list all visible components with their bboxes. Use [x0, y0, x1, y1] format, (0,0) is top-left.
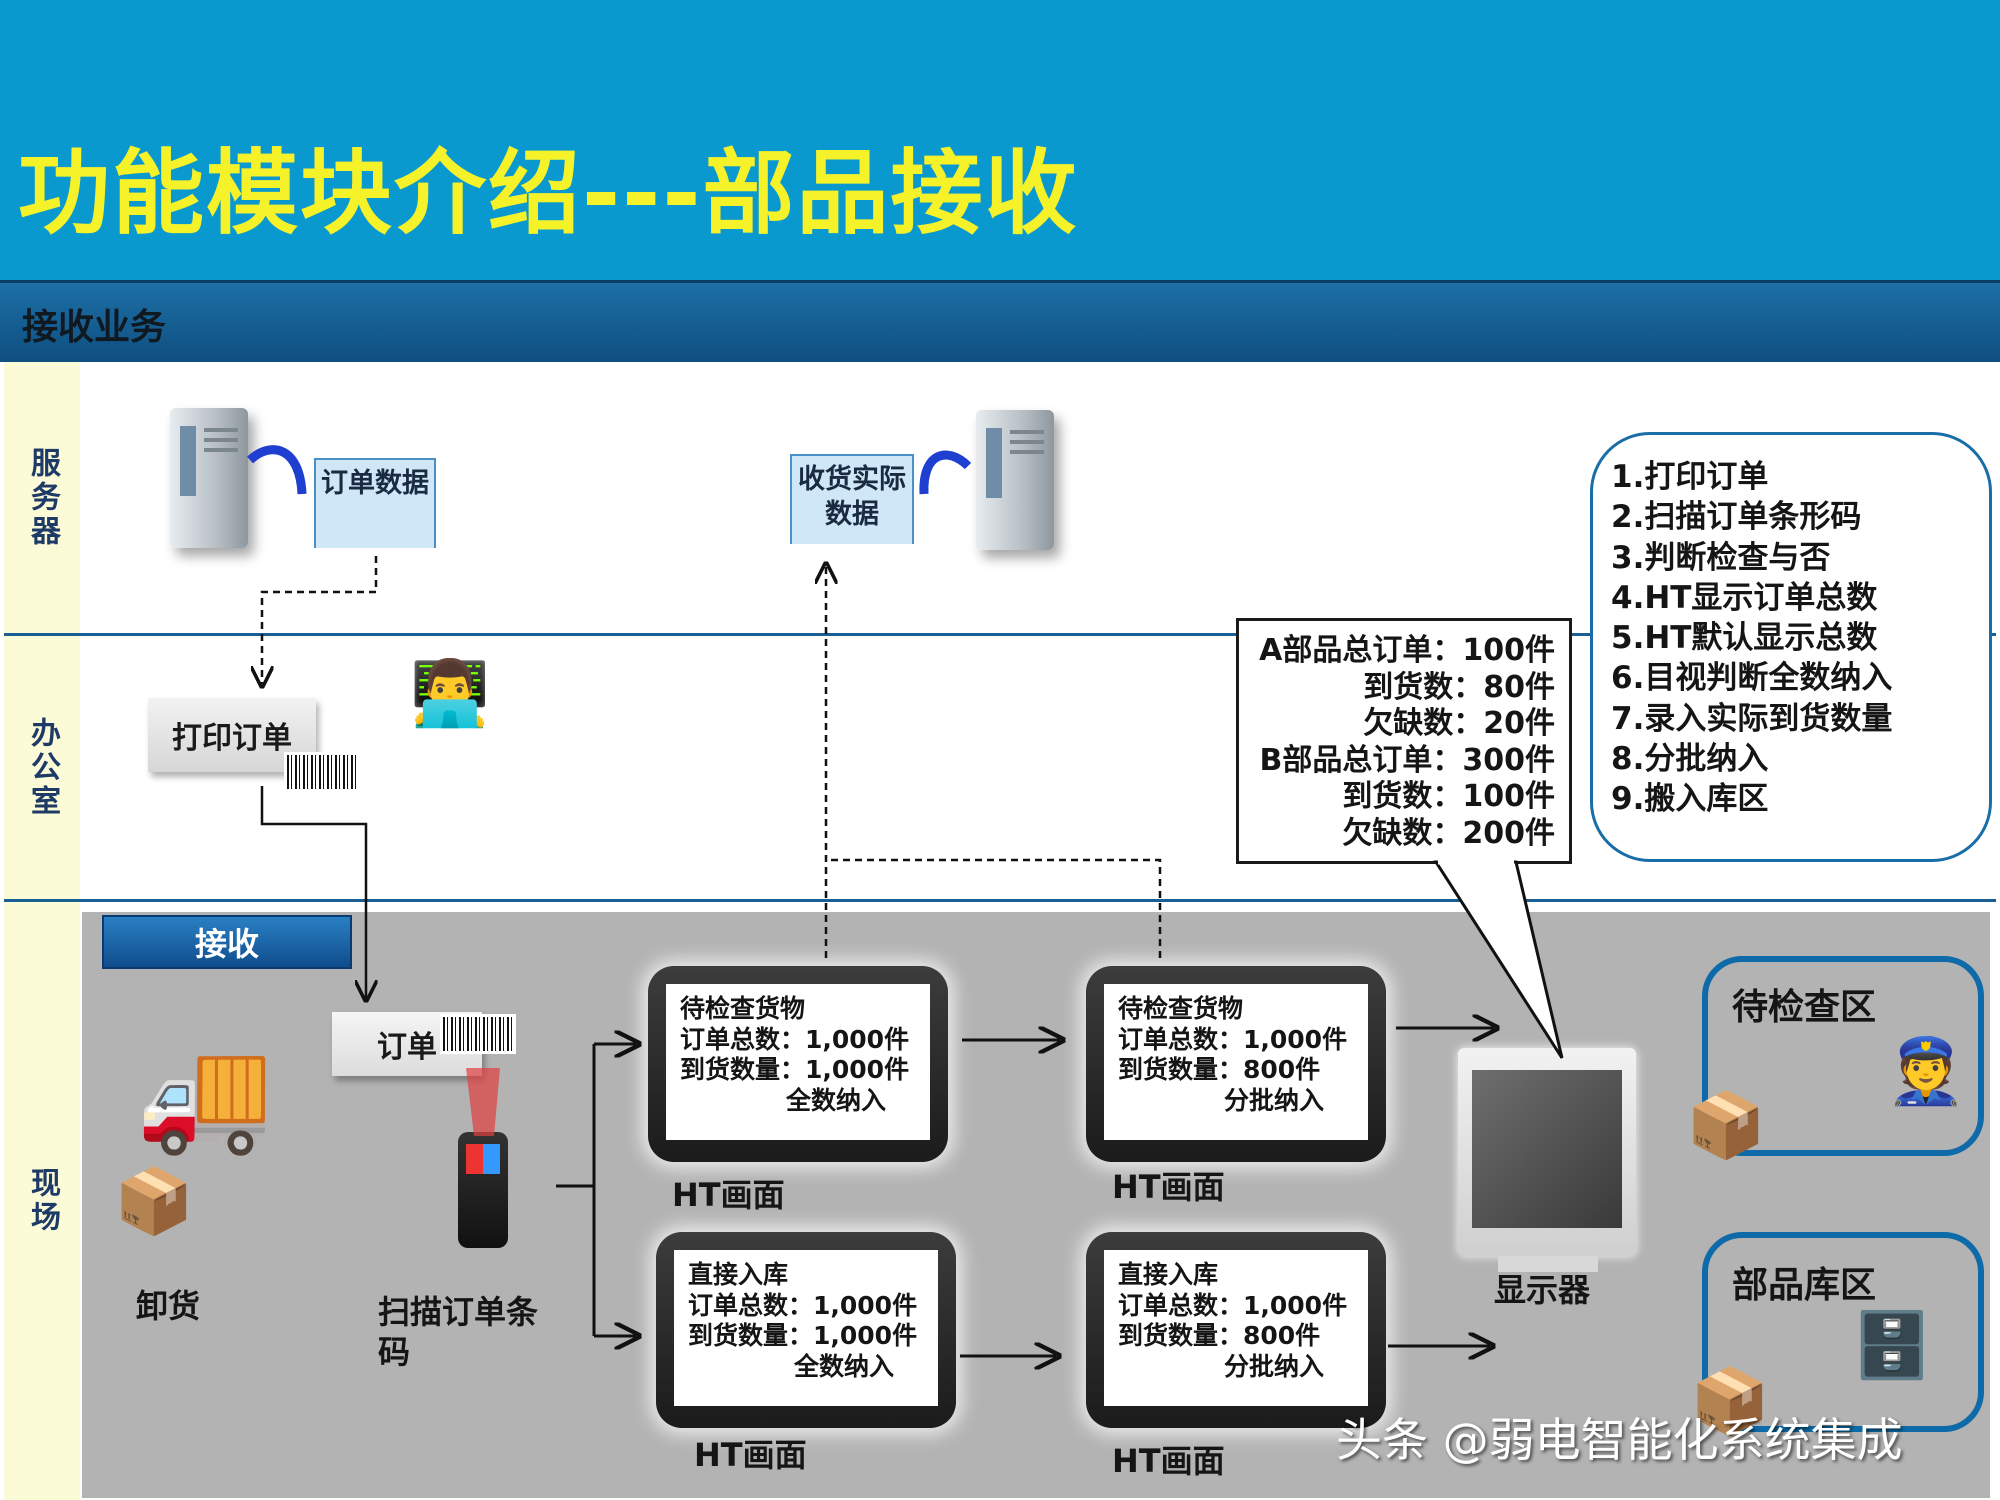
ht-screen-4: 直接入库订单总数：1,000件到货数量：800件分批纳入 — [1086, 1232, 1386, 1428]
zone-inspection-label: 待检查区 — [1732, 987, 1877, 1028]
step-item: 7.录入实际到货数量 — [1611, 700, 1893, 737]
step-item: 6.目视判断全数纳入 — [1611, 660, 1893, 697]
step-item: 1.打印订单 — [1611, 459, 1769, 495]
worker-cart-icon: 📦 — [114, 1165, 194, 1239]
section-title: 接收业务 — [22, 307, 167, 348]
step-item: 4.HT显示订单总数 — [1611, 579, 1878, 616]
inspector-icon: 👮 — [1886, 1035, 1966, 1109]
zone-storage — [1702, 1232, 1984, 1432]
truck-icon: 🚚 — [136, 1031, 273, 1159]
server-icon-left — [170, 408, 248, 548]
ht-screen-2: 待检查货物订单总数：1,000件到货数量：800件分批纳入 — [1086, 966, 1386, 1162]
worker-cart-icon: 📦 — [1690, 1365, 1770, 1439]
shelf-icon: 🗄️ — [1852, 1309, 1932, 1383]
ht-screen-4-content: 直接入库订单总数：1,000件到货数量：800件分批纳入 — [1104, 1250, 1368, 1406]
monitor-callout: A部品总订单：100件 到货数：80件 欠缺数：20件 B部品总订单：300件 … — [1236, 618, 1572, 864]
ht-caption-4: HT画面 — [1112, 1442, 1225, 1480]
step-item: 9.搬入库区 — [1611, 781, 1769, 818]
title-band — [0, 0, 2000, 280]
zone-storage-label: 部品库区 — [1732, 1265, 1877, 1306]
field-area — [82, 912, 1990, 1498]
step-item: 3.判断检查与否 — [1611, 539, 1831, 576]
ht-screen-1-content: 待检查货物订单总数：1,000件到货数量：1,000件全数纳入 — [666, 984, 930, 1140]
office-worker-icon: 👨‍💻 — [410, 657, 490, 731]
ht-screen-3: 直接入库订单总数：1,000件到货数量：1,000件全数纳入 — [656, 1232, 956, 1428]
scanner-screen-icon — [466, 1144, 500, 1174]
step-item: 2.扫描订单条形码 — [1611, 499, 1862, 536]
section-bar — [0, 280, 2000, 362]
steps-list: 1.打印订单 2.扫描订单条形码 3.判断检查与否 4.HT显示订单总数 5.H… — [1590, 432, 1992, 862]
lane-label-field: 现场 — [4, 902, 80, 1500]
ht-caption-2: HT画面 — [1112, 1168, 1225, 1206]
barcode-icon-order — [440, 1014, 516, 1054]
receive-tab: 接收 — [102, 915, 352, 969]
barcode-icon-print — [284, 752, 360, 792]
ht-screen-1: 待检查货物订单总数：1,000件到货数量：1,000件全数纳入 — [648, 966, 948, 1162]
page-title: 功能模块介绍---部品接收 — [18, 140, 1079, 247]
lane-label-office: 办公室 — [4, 636, 80, 899]
scan-label: 扫描订单条码 — [378, 1293, 539, 1371]
server-icon-right — [976, 410, 1054, 550]
worker-cart-icon: 📦 — [1686, 1089, 1766, 1163]
receipt-data-doc: 收货实际数据 — [790, 454, 914, 558]
monitor-label: 显示器 — [1494, 1271, 1591, 1309]
watermark: 头条 @弱电智能化系统集成 — [1336, 1413, 1903, 1467]
ht-caption-1: HT画面 — [672, 1176, 785, 1214]
ht-caption-3: HT画面 — [694, 1436, 807, 1474]
lane-label-server: 服务器 — [4, 362, 80, 633]
monitor-icon — [1458, 1048, 1636, 1272]
order-data-doc: 订单数据 — [314, 458, 436, 562]
step-item: 5.HT默认显示总数 — [1611, 620, 1878, 657]
ht-screen-3-content: 直接入库订单总数：1,000件到货数量：1,000件全数纳入 — [674, 1250, 938, 1406]
handheld-scanner-icon — [458, 1132, 508, 1248]
unload-label: 卸货 — [136, 1287, 201, 1325]
zone-inspection — [1702, 956, 1984, 1156]
ht-screen-2-content: 待检查货物订单总数：1,000件到货数量：800件分批纳入 — [1104, 984, 1368, 1140]
step-item: 8.分批纳入 — [1611, 741, 1769, 778]
